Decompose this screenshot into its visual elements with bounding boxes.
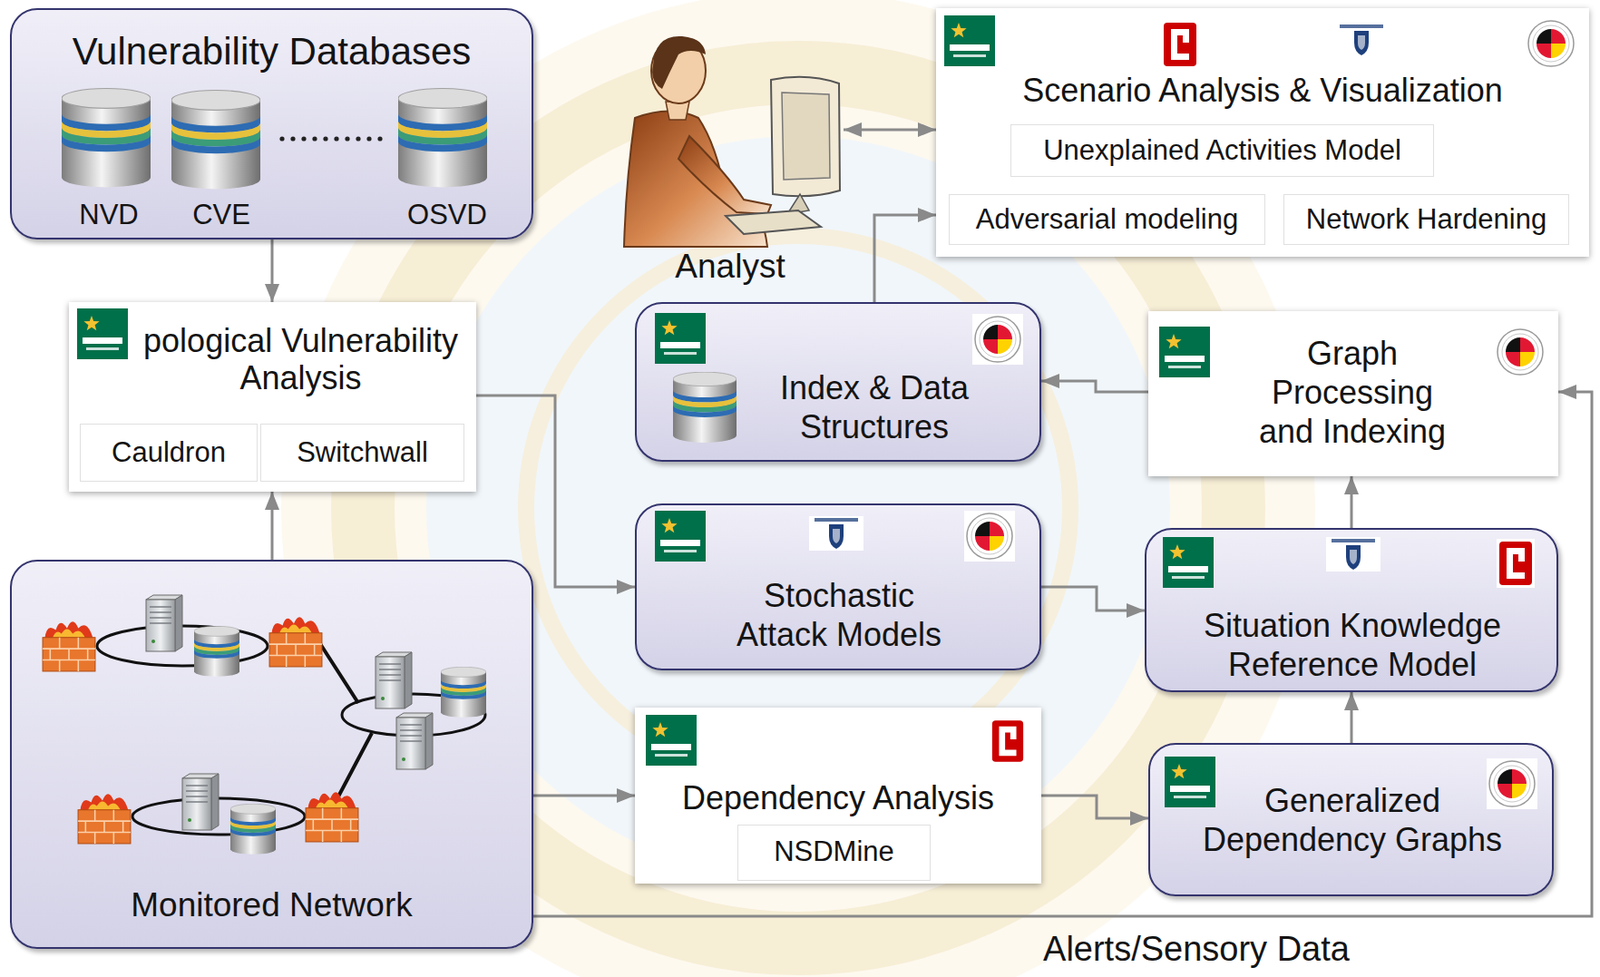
text-slot: Analyst [616, 247, 844, 287]
db-label: NVD [18, 198, 200, 232]
text-slot: Network Hardening [1289, 203, 1563, 236]
module-panel: Dependency AnalysisNSDMine [634, 707, 1042, 884]
connector-arrow [533, 794, 635, 798]
box-title: Adversarial modeling [955, 203, 1259, 236]
actor-figure: Analyst [616, 13, 844, 293]
module-panel: Scenario Analysis & VisualizationUnexpla… [936, 8, 1590, 257]
text-slot: Switchwall [264, 436, 460, 469]
box-title: Scenario Analysis & Visualization [954, 71, 1571, 109]
connector-arrow [874, 214, 937, 303]
text-slot: Graph Processing and Indexing [1248, 333, 1457, 452]
box-title: pological Vulnerability Analysis [130, 321, 471, 398]
connector-arrow [1041, 586, 1145, 611]
text-slot: Dependency Analysis [643, 779, 1033, 817]
box-title: Cauldron [84, 436, 254, 469]
text-slot: Generalized Dependency Graphs [1190, 780, 1514, 859]
submodule-box: NSDMine [737, 824, 931, 881]
text-slot: Unexplained Activities Model [1016, 134, 1428, 167]
connector-arrow [476, 395, 635, 587]
box-title: NSDMine [741, 835, 927, 869]
box-title: Analyst [616, 247, 844, 287]
text-slot: CVE [130, 198, 313, 232]
text-slot: NSDMine [741, 835, 927, 869]
connector-arrow [1041, 380, 1149, 392]
box-title: Vulnerability Databases [29, 29, 514, 74]
submodule-box: Switchwall [260, 423, 465, 482]
submodule-box: Adversarial modeling [948, 194, 1266, 245]
process-box: Graph Processing and Indexing [1148, 311, 1559, 477]
connector-arrow [1041, 795, 1149, 819]
submodule-box: Network Hardening [1283, 194, 1570, 245]
text-slot: Index & Data Structures [731, 368, 1018, 447]
box-title: Switchwall [264, 436, 460, 469]
text-slot: Vulnerability Databases [29, 29, 514, 74]
box-title: Stochastic Attack Models [727, 575, 951, 654]
box-title: Dependency Analysis [643, 779, 1033, 817]
db-label: OSVD [356, 198, 538, 232]
submodule-box: Unexplained Activities Model [1010, 124, 1435, 177]
box-title: Network Hardening [1289, 203, 1563, 236]
box-title: Situation Knowledge Reference Model [1190, 605, 1514, 684]
database-icons [61, 88, 737, 443]
text-slot: Adversarial modeling [955, 203, 1259, 236]
module-panel: pological Vulnerability AnalysisCauldron… [68, 302, 477, 492]
connector-arrow [271, 491, 274, 560]
process-box: Stochastic Attack Models [634, 503, 1042, 671]
box-title: Index & Data Structures [731, 368, 1018, 447]
db-label: CVE [130, 198, 313, 232]
text-slot: Stochastic Attack Models [727, 575, 951, 654]
text-slot: pological Vulnerability Analysis [130, 321, 471, 398]
text-slot: Situation Knowledge Reference Model [1190, 605, 1514, 684]
process-box: Situation Knowledge Reference Model [1144, 527, 1559, 693]
institution-logos [77, 15, 1577, 810]
analyst-figure [624, 36, 840, 247]
edge-label: Alerts/Sensory Data [924, 930, 1469, 969]
process-box: Index & Data Structures [634, 302, 1042, 462]
connector-arrow [843, 128, 937, 132]
box-title: Monitored Network [20, 886, 523, 926]
box-title: Generalized Dependency Graphs [1190, 780, 1514, 859]
submodule-box: Cauldron [79, 423, 258, 482]
box-title: Unexplained Activities Model [1016, 134, 1428, 167]
connector-arrow [271, 239, 274, 303]
text-slot: Scenario Analysis & Visualization [954, 71, 1571, 109]
process-box: Generalized Dependency Graphs [1148, 742, 1554, 897]
box-title: Graph Processing and Indexing [1248, 333, 1457, 452]
text-slot: Monitored Network [20, 886, 523, 926]
network-illustration [42, 595, 487, 855]
text-slot: OSVD [356, 198, 538, 232]
connector-arrow [1350, 692, 1354, 743]
connector-arrow [1350, 476, 1354, 528]
text-slot: NVD [18, 198, 200, 232]
network-group: Monitored Network [9, 559, 534, 949]
text-slot: Alerts/Sensory Data [924, 930, 1469, 969]
text-slot: Cauldron [84, 436, 254, 469]
